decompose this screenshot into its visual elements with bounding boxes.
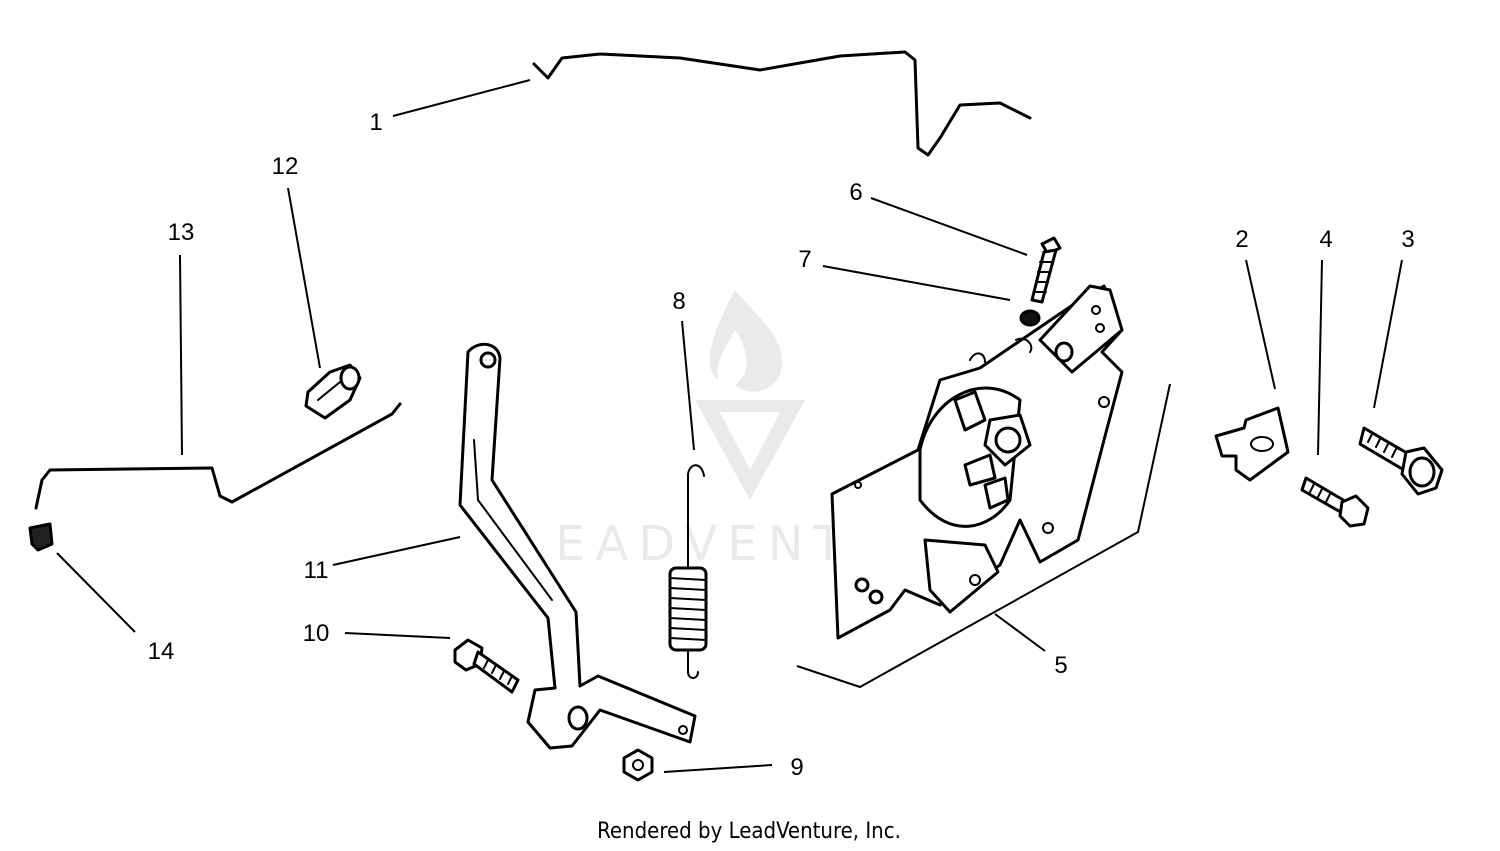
part-9-nut [622,748,654,782]
callout-6: 6 [849,179,862,206]
watermark-v-icon [695,400,805,500]
part-2-clip-nut [1214,406,1290,482]
callout-8: 8 [672,288,685,315]
callout-numbers: 1 2 3 4 5 6 7 8 9 10 11 12 13 14 [148,109,1415,781]
part-1-control-rod [532,50,1032,157]
callout-12: 12 [272,153,299,180]
part-6-screw [1030,236,1062,304]
callout-13: 13 [168,219,195,246]
part-12-rod-clip [304,363,362,420]
part-7-washer [1019,309,1041,327]
part-13-linkage-rod [34,402,402,510]
callout-3: 3 [1401,226,1414,253]
callout-4: 4 [1319,226,1332,253]
part-5-control-plate-assembly [830,284,1124,640]
part-3-flange-bolt [1358,426,1444,496]
callout-10: 10 [303,620,330,647]
part-11-control-lever [458,342,697,750]
watermark-flame-icon [709,290,782,392]
callout-7: 7 [798,246,811,273]
part-4-bolt [1300,476,1370,528]
part-8-spring [668,464,708,679]
callout-11: 11 [304,557,329,584]
part-14-bushing [28,522,54,552]
callout-2: 2 [1235,226,1248,253]
callout-14: 14 [148,638,175,665]
leader-lines [56,79,1403,773]
callout-5: 5 [1054,652,1067,679]
callout-9: 9 [790,754,803,781]
callout-1: 1 [369,109,382,136]
footer-credit: Rendered by LeadVenture, Inc. [597,819,901,844]
part-10-bolt [453,638,520,694]
